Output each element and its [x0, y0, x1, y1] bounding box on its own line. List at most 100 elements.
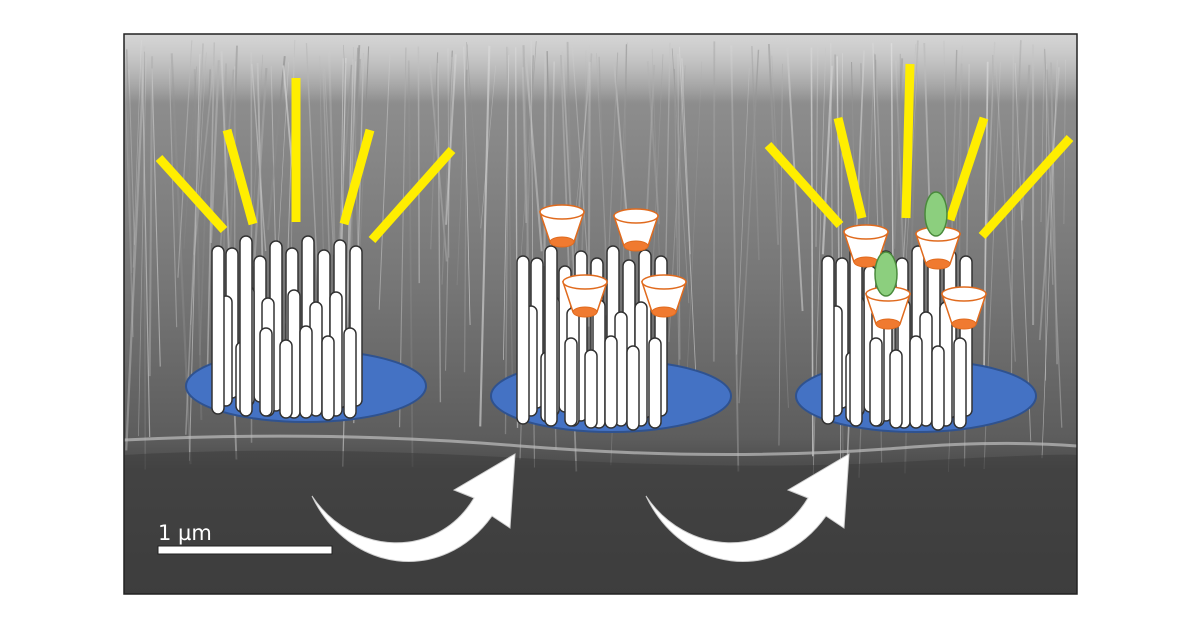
nanowire — [849, 245, 863, 427]
scale-bar-label: 1 µm — [158, 521, 212, 545]
sem-fiber — [767, 43, 780, 245]
sem-fiber — [417, 46, 421, 284]
scale-bar: 1 µm — [157, 521, 333, 555]
sem-fiber — [378, 54, 391, 310]
sem-fiber — [992, 54, 997, 221]
sem-fiber — [1040, 47, 1045, 223]
nanowire — [279, 339, 293, 419]
cup-receptor-icon — [561, 274, 609, 318]
nanowire — [889, 349, 903, 429]
light-ray-icon — [978, 134, 1074, 240]
sem-fiber — [778, 63, 783, 446]
sem-fiber — [251, 64, 267, 252]
light-ray-icon — [368, 147, 456, 243]
cup-receptor-icon — [640, 274, 688, 318]
sem-fiber — [1041, 60, 1058, 459]
sem-fiber — [193, 69, 203, 420]
sem-fiber — [751, 45, 760, 261]
sem-fiber — [445, 54, 457, 225]
sem-fiber — [185, 43, 204, 435]
nanowire — [564, 337, 578, 427]
nanowire — [604, 335, 618, 429]
sem-fiber — [771, 55, 789, 408]
sem-fiber — [1010, 49, 1014, 404]
nanowire — [516, 255, 530, 425]
cup-receptor-icon — [612, 208, 660, 252]
sem-fiber — [905, 41, 920, 268]
sem-fiber — [128, 69, 135, 245]
sem-fiber — [430, 52, 439, 250]
light-ray-icon — [833, 116, 867, 220]
stage-target-bound-nanowire-array — [764, 63, 1074, 433]
sem-fiber — [151, 68, 161, 367]
nanowire — [544, 245, 558, 427]
sem-fiber — [125, 46, 146, 451]
sem-fiber — [543, 48, 547, 266]
stage-functionalized-nanowire-array — [490, 204, 732, 433]
nanowire — [239, 235, 253, 417]
stage-bare-nanowire-array — [155, 78, 456, 423]
sem-fiber — [124, 40, 134, 338]
curved-arrow-icon — [645, 453, 850, 562]
nanowire — [626, 345, 640, 431]
sem-substrate-edge — [124, 434, 1077, 457]
sem-fiber — [521, 67, 528, 224]
sem-fiber — [444, 57, 453, 371]
sem-fiber — [138, 57, 147, 437]
cup-receptor-icon — [940, 286, 988, 330]
nanowire — [953, 337, 967, 429]
sem-fiber — [524, 54, 543, 252]
sem-fiber — [206, 42, 216, 374]
sem-fiber — [581, 49, 587, 286]
sem-fiber — [685, 61, 703, 392]
sem-fiber — [437, 62, 442, 403]
sem-fiber — [1014, 63, 1032, 442]
sem-fiber — [503, 55, 510, 360]
nanowire — [869, 337, 883, 427]
micrograph-border — [123, 33, 1078, 595]
nanowire — [321, 335, 335, 421]
sem-fiber — [736, 68, 750, 355]
sem-fiber — [177, 40, 193, 278]
scale-bar-line — [157, 545, 333, 555]
sem-fiber — [456, 44, 468, 286]
sem-fiber — [183, 66, 198, 249]
sem-fiber — [738, 49, 760, 404]
nanowire — [343, 327, 357, 419]
sem-fiber — [126, 49, 133, 273]
sem-fiber — [571, 42, 591, 296]
sem-fiber — [324, 68, 335, 255]
sem-fiber — [463, 69, 468, 373]
sem-fiber — [821, 65, 834, 255]
sem-fiber — [675, 65, 686, 238]
sem-fiber — [1011, 40, 1022, 260]
sem-fiber — [441, 50, 453, 285]
sem-fiber — [193, 65, 215, 255]
cup-receptor-icon — [538, 204, 586, 248]
sem-fiber — [673, 68, 681, 421]
green-molecule-icon — [874, 251, 898, 297]
light-ray-icon — [339, 128, 375, 226]
nanowire — [299, 325, 313, 419]
light-ray-icon — [222, 128, 258, 226]
sem-fiber — [1038, 67, 1060, 341]
sem-fiber — [132, 40, 142, 268]
light-ray-icon — [945, 116, 989, 222]
sem-fiber — [479, 45, 491, 427]
light-ray-icon — [155, 154, 228, 234]
curved-arrow-icon — [311, 453, 516, 562]
light-ray-icon — [901, 63, 915, 219]
sem-fiber — [681, 58, 691, 255]
sem-fiber — [148, 56, 154, 377]
light-ray-icon — [764, 141, 844, 229]
sem-fiber — [1046, 69, 1054, 285]
sem-fiber — [1045, 63, 1047, 381]
nanowire — [259, 327, 273, 417]
nanowire — [931, 345, 945, 431]
cup-receptor-icon — [914, 226, 962, 270]
sem-fiber — [141, 60, 151, 438]
sem-fiber — [253, 68, 268, 267]
sem-fiber — [480, 65, 497, 229]
cup-receptor-icon — [842, 224, 890, 268]
